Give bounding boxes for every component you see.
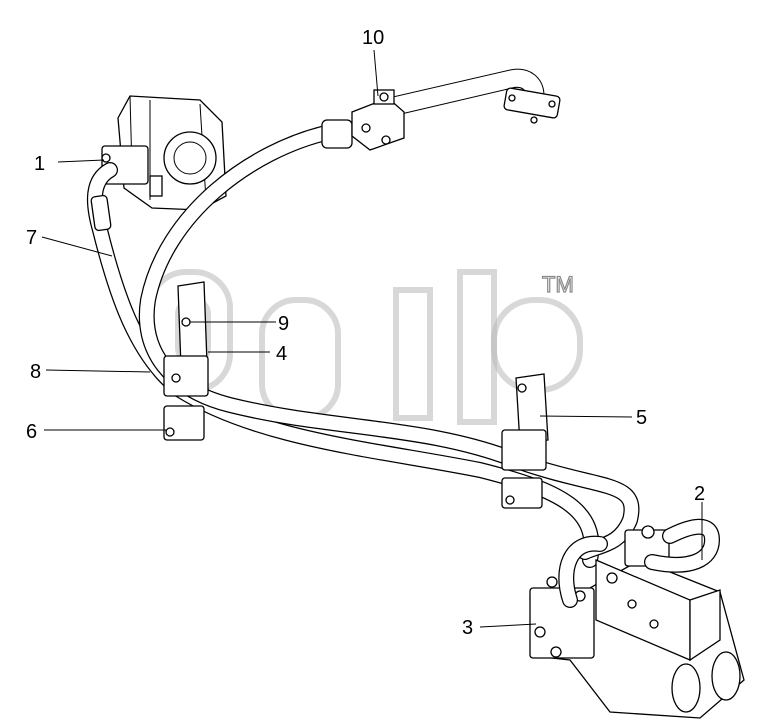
- callout-7: 7: [26, 227, 37, 249]
- hose-clamp-left: [163, 281, 209, 441]
- valve-loop-pipe: [558, 518, 721, 608]
- callout-9: 9: [278, 313, 289, 335]
- leader-7: [41, 236, 113, 257]
- leader-10: [373, 49, 379, 97]
- callout-2: 2: [694, 483, 705, 505]
- callout-8: 8: [30, 361, 41, 383]
- trademark-symbol: TM: [542, 272, 574, 297]
- return-hose: [138, 119, 640, 560]
- leader-lines: [41, 49, 703, 628]
- steel-pipe: [379, 68, 561, 124]
- callout-labels: 1 2 3 4 5 6 7 8 9 10: [26, 27, 705, 639]
- callout-6: 6: [26, 421, 37, 443]
- callout-10: 10: [362, 27, 384, 49]
- leader-3: [479, 623, 537, 628]
- leader-5: [539, 415, 633, 418]
- hose-fitting-block: [351, 89, 405, 151]
- control-valve: [529, 525, 745, 719]
- pressure-hose: [86, 162, 600, 568]
- callout-4: 4: [276, 343, 287, 365]
- leader-8: [45, 369, 151, 373]
- callout-5: 5: [636, 407, 647, 429]
- callout-1: 1: [34, 153, 45, 175]
- leader-1: [57, 159, 105, 163]
- callout-3: 3: [462, 617, 473, 639]
- hydraulic-pump: [101, 95, 227, 211]
- hose-clamp-right: [501, 373, 549, 509]
